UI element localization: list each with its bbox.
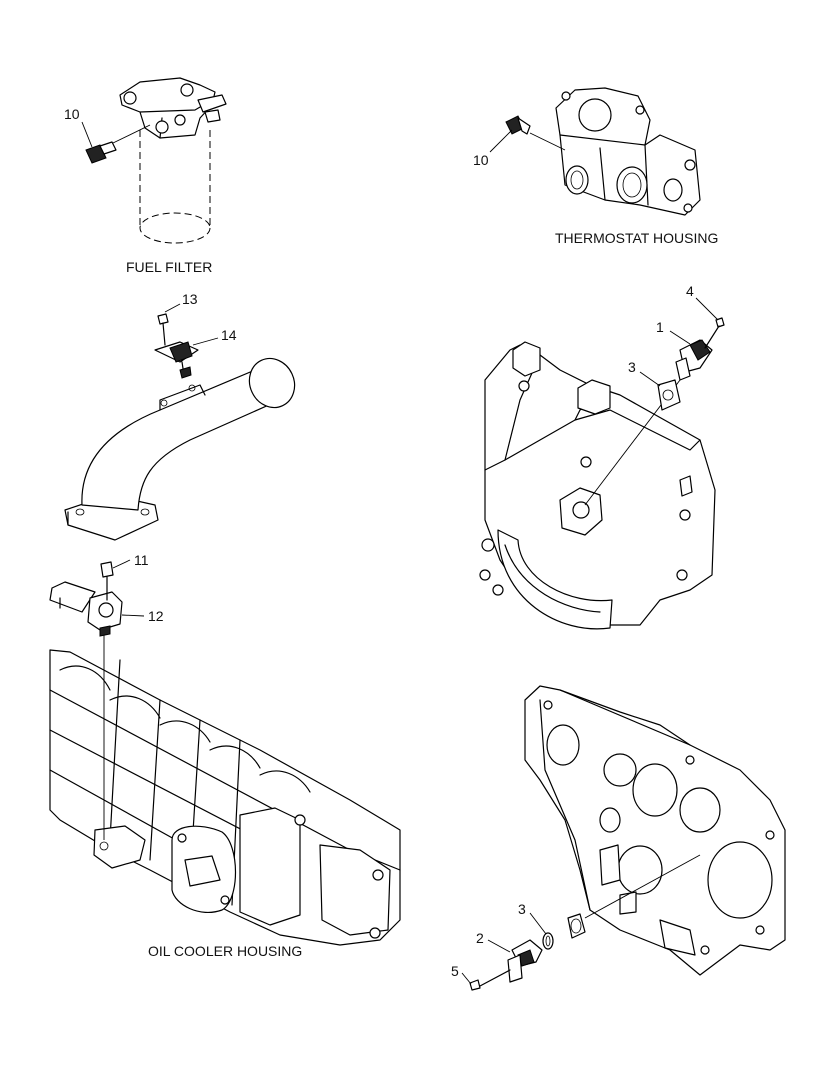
callout-3-flywheel: 3 [628,359,636,375]
thermostat-housing-assembly: 10 [473,87,701,216]
coolant-temp-sensor [505,115,531,135]
intake-pressure-sensor [154,341,199,379]
cover-bolt [469,969,511,991]
cover-oring [542,932,554,950]
flywheel-bolt [704,317,725,349]
callout-3-cover: 3 [518,901,526,917]
flywheel-housing-assembly: 4 1 3 [479,283,725,630]
fuel-filter-caption: FUEL FILTER [126,259,212,275]
flywheel-speed-sensor [675,339,713,381]
cover-spacer [567,913,586,939]
intake-elbow-assembly: 13 14 [64,291,296,541]
callout-11: 11 [134,552,149,568]
cover-speed-sensor [507,939,543,983]
callout-2: 2 [476,930,484,946]
callout-10-thermo: 10 [473,152,489,168]
callout-1: 1 [656,319,664,335]
fuel-filter-assembly: 10 [64,77,227,244]
intake-bolt [157,313,169,346]
thermostat-caption: THERMOSTAT HOUSING [555,230,718,246]
front-cover-assembly: 3 2 5 [451,685,786,991]
oil-cooler-caption: OIL COOLER HOUSING [148,943,302,959]
flywheel-spacer [657,379,681,411]
callout-13: 13 [182,291,198,307]
callout-14: 14 [221,327,237,343]
callout-4: 4 [686,283,694,299]
oil-pressure-sensor [49,581,123,637]
oil-sensor-bolt [100,561,114,601]
callout-12: 12 [148,608,164,624]
fuel-temp-sensor [85,141,117,164]
callout-5: 5 [451,963,459,979]
oil-cooler-housing-assembly: 11 12 [49,552,401,946]
callout-10-fuel: 10 [64,106,80,122]
